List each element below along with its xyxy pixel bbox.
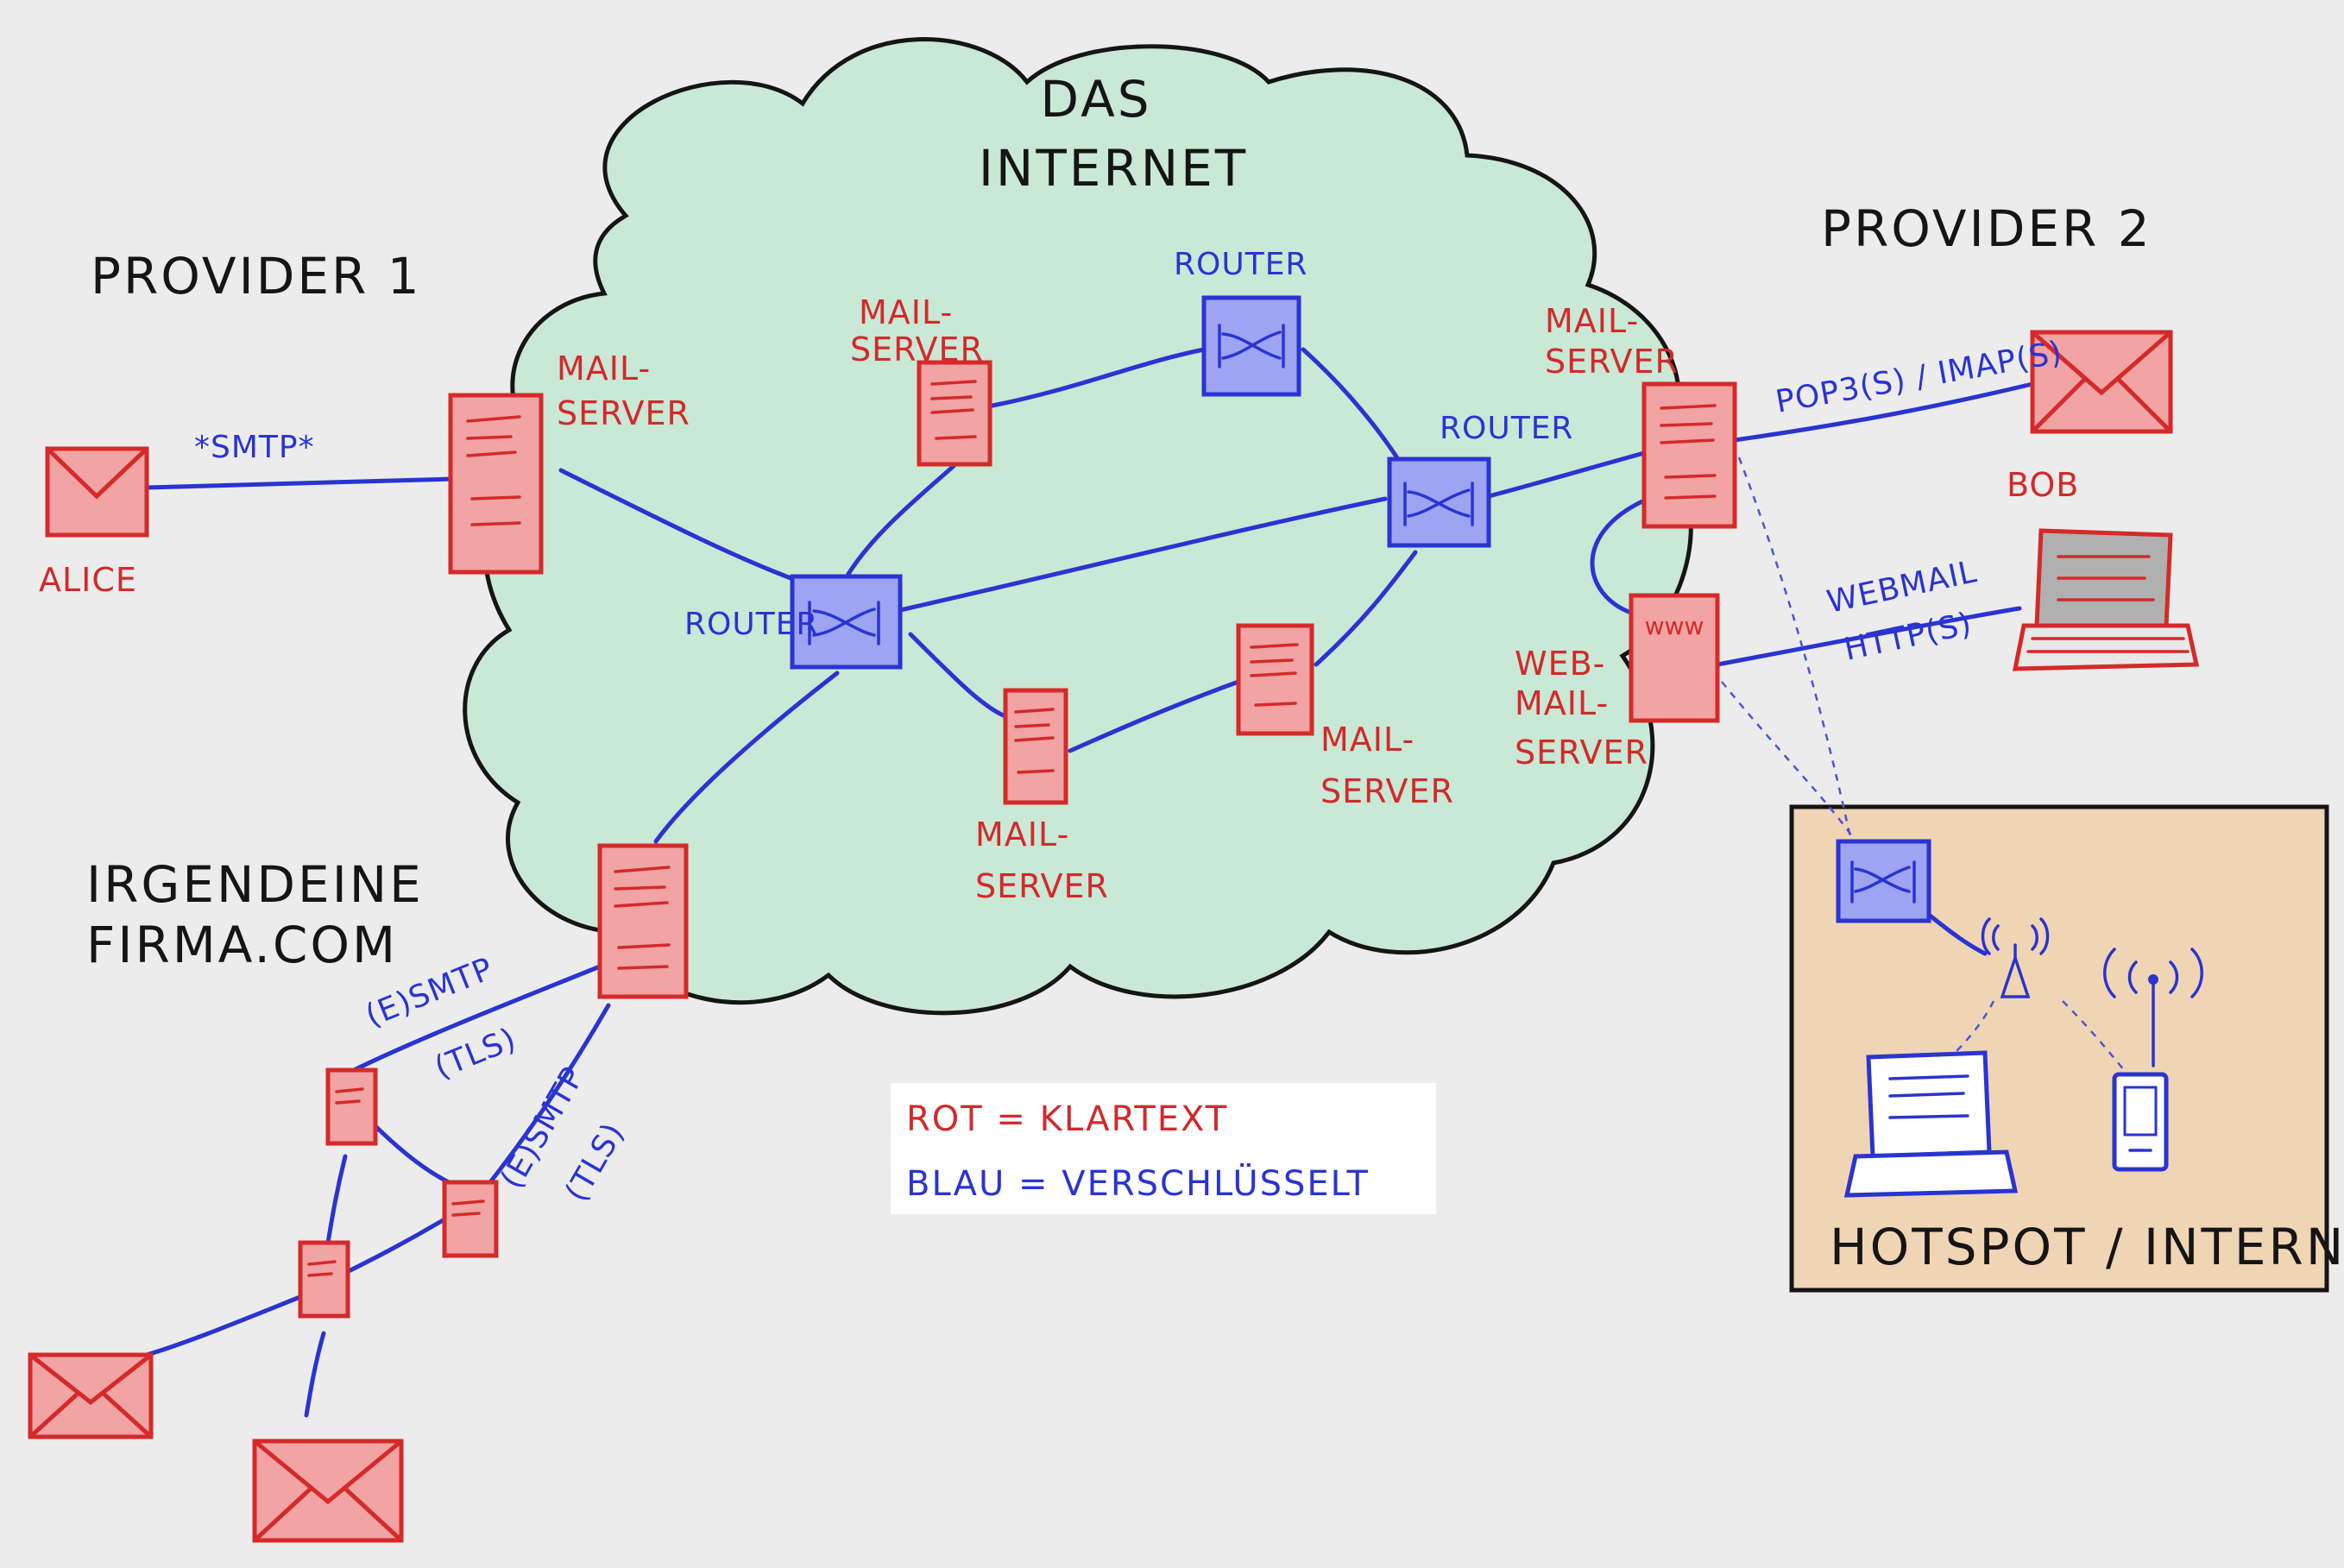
provider2-server-label-line1: MAIL- [1545, 302, 1639, 340]
link-webmail-hotspot [1721, 681, 1857, 842]
link-router1-mailserver-b [908, 632, 1008, 719]
link-company-sub3-envelope2 [304, 1331, 326, 1418]
company-link-2-line2: (TLS) [558, 1117, 632, 1207]
company-sub-server-1-icon [325, 1067, 378, 1146]
company-envelope-1-icon [28, 1352, 154, 1439]
webmail-server-label-line3: SERVER [1515, 734, 1648, 771]
internet-cloud [463, 37, 1693, 1016]
legend-blue: BLAU = VERSCHLÜSSELT [906, 1162, 1370, 1204]
provider1-label: PROVIDER 1 [91, 247, 422, 305]
link-provider2-bob [1732, 381, 2035, 443]
router-3-label: ROUTER [1440, 411, 1573, 446]
mail-server-b-label-line2: SERVER [975, 867, 1109, 905]
internet-router-2-icon [1201, 295, 1301, 397]
hotspot-router-icon [1836, 839, 1931, 923]
link-provider1-router1 [558, 468, 805, 585]
provider1-mail-server-icon [448, 393, 544, 575]
link-router1-company-server [653, 671, 840, 844]
company-mail-server-icon [597, 843, 689, 999]
internet-mail-server-a-icon [917, 360, 992, 467]
provider2-server-label-line2: SERVER [1545, 343, 1679, 381]
mail-server-a-label-line2: SERVER [850, 331, 984, 368]
hotspot-phone-icon [2112, 1072, 2169, 1172]
link-provider2-hotspot [1737, 457, 1853, 842]
alice-label: ALICE [39, 561, 137, 599]
legend-red: ROT = KLARTEXT [906, 1099, 1228, 1139]
link-router1-mailserver-a [843, 463, 956, 581]
webmail-protocol-line2: HTTP(S) [1841, 606, 1975, 667]
link-mailserver-c-router3 [1314, 550, 1418, 667]
link-mailserver-a-router2 [990, 347, 1207, 408]
link-company-server-2 [481, 1003, 611, 1193]
webmail-server-icon: www [1629, 593, 1720, 723]
link-router3-provider2 [1486, 450, 1647, 499]
company-label-line1: IRGENDEINE [86, 855, 424, 914]
webmail-www-text: www [1645, 612, 1704, 640]
link-mailserver-b-mailserver-c [1068, 679, 1241, 753]
company-label-line2: FIRMA.COM [86, 916, 398, 974]
router-1-label: ROUTER [684, 607, 818, 642]
legend-box [891, 1083, 1436, 1214]
mail-server-b-label-line1: MAIL- [975, 815, 1069, 853]
provider1-server-label-line1: MAIL- [557, 349, 651, 387]
link-router2-router3 [1301, 347, 1405, 469]
company-sub-server-2-icon [442, 1180, 499, 1258]
provider2-label: PROVIDER 2 [1821, 199, 2152, 258]
hotspot-label: HOTSPOT / INTERNETCAFE [1830, 1218, 2344, 1276]
alice-protocol-label: *SMTP* [194, 430, 315, 465]
router-2-label: ROUTER [1174, 247, 1307, 282]
mail-server-a-label-line1: MAIL- [859, 293, 953, 331]
wifi-antenna-icon [1981, 917, 2050, 998]
link-router1-router3 [886, 496, 1388, 615]
bob-label: BOB [2007, 466, 2079, 504]
link-webmail-laptop [1715, 606, 2022, 667]
internet-mail-server-c-icon [1236, 623, 1314, 736]
legend: ROT = KLARTEXT BLAU = VERSCHLÜSSELT [891, 1083, 1436, 1214]
alice-envelope-icon [45, 446, 149, 538]
link-company-server-1 [343, 964, 602, 1077]
internet-mail-server-b-icon [1003, 688, 1068, 805]
webmail-server-label-line1: WEB- [1515, 645, 1605, 683]
link-company-sub1-sub3 [325, 1154, 348, 1245]
title-line1: DAS [1040, 70, 1151, 129]
link-provider2-webmail [1590, 498, 1647, 615]
mail-server-c-label-line1: MAIL- [1320, 721, 1415, 759]
bob-envelope-icon [2030, 330, 2173, 434]
mail-server-c-label-line2: SERVER [1320, 772, 1454, 810]
company-envelope-2-icon [252, 1439, 404, 1543]
hotspot-laptop-icon [1843, 1050, 2019, 1198]
webmail-server-label-line2: MAIL- [1515, 684, 1609, 722]
link-hotspot-router-wifi [1926, 912, 1988, 956]
hotspot-wifi-signal-icon [2103, 948, 2203, 1067]
labels: DAS INTERNET PROVIDER 1 PROVIDER 2 MAIL-… [39, 70, 2344, 1276]
link-wifi-phone [2062, 1000, 2128, 1075]
bob-laptop-icon [2012, 528, 2200, 671]
company-sub-server-3-icon [298, 1240, 350, 1319]
provider1-server-label-line2: SERVER [557, 394, 690, 432]
connections [144, 347, 2128, 1418]
internet-router-3-icon [1387, 457, 1491, 548]
provider2-mail-server-icon [1641, 381, 1737, 529]
link-alice-provider1 [144, 476, 456, 490]
internet-router-1-icon [790, 574, 903, 670]
link-company-sub1-sub2 [369, 1119, 451, 1185]
link-company-sub2-sub3 [343, 1214, 451, 1275]
title-line2: INTERNET [979, 139, 1248, 198]
link-wifi-laptop [1954, 1000, 1995, 1054]
link-company-sub3-envelope1 [144, 1292, 309, 1357]
